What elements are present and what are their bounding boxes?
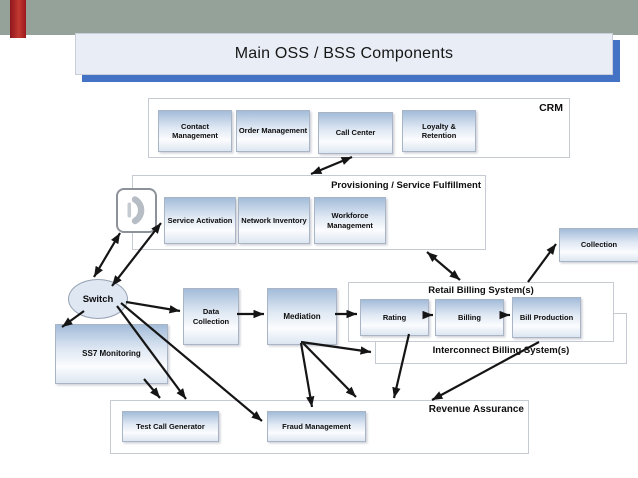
slide-title-box: Main OSS / BSS Components [75,33,613,75]
node-contact-management: Contact Management [158,110,232,152]
node-collection: Collection [559,228,638,262]
node-label: Switch [82,293,114,305]
node-billing: Billing [435,299,504,336]
arrow-phone-switch [93,232,121,278]
node-test-call-generator: Test Call Generator [122,411,219,442]
crm-group-label: CRM [539,102,563,114]
node-label: Service Activation [167,215,233,225]
phone-box [116,188,157,233]
arrow-mediation-fraud [299,342,315,408]
node-fraud-management: Fraud Management [267,411,366,442]
node-label: Order Management [238,126,308,136]
page-title: Main OSS / BSS Components [234,45,454,62]
node-label: SS7 Monitoring [82,349,141,358]
phone-handset-icon [127,196,145,225]
provisioning-group-label: Provisioning / Service Fulfillment [331,180,481,191]
arrow-provisioning-retail [426,251,461,281]
retail-group-label: Retail Billing System(s) [428,285,534,296]
node-bill-production: Bill Production [512,297,581,338]
node-network-inventory: Network Inventory [238,197,310,244]
red-accent-bar [10,0,26,38]
node-label: Fraud Management [282,421,351,431]
node-label: Call Center [335,128,376,138]
node-label: Network Inventory [241,215,307,225]
node-label: Test Call Generator [136,421,205,431]
arrow-crm-provisioning [310,155,353,176]
node-label: Contact Management [172,121,218,140]
node-label: Bill Production [519,312,574,322]
node-label: Mediation [283,311,321,321]
node-rating: Rating [360,299,429,336]
arrow-retail-collection [527,243,557,283]
interconnect-group-label: Interconnect Billing System(s) [432,345,570,356]
node-switch: Switch [68,279,128,319]
arrow-switch-data-collection [125,300,181,314]
revenue-group-label: Revenue Assurance [428,404,524,415]
node-loyalty-retention: Loyalty & Retention [402,110,476,152]
node-label: Workforce Management [327,211,373,230]
node-data-collection: Data Collection [183,288,239,345]
node-label: Data Collection [192,307,230,326]
node-label: Loyalty & Retention [421,121,457,140]
arrow-mediation-revenue [302,342,357,398]
node-call-center: Call Center [318,112,393,154]
node-label: Billing [458,312,481,322]
node-order-management: Order Management [236,110,310,152]
node-label: Rating [382,312,407,322]
node-label: Collection [580,240,618,250]
node-ss7-monitoring: SS7 Monitoring [55,324,168,384]
header-band [0,0,638,35]
node-mediation: Mediation [267,288,337,345]
node-workforce-management: Workforce Management [314,197,386,244]
node-service-activation: Service Activation [164,197,236,244]
